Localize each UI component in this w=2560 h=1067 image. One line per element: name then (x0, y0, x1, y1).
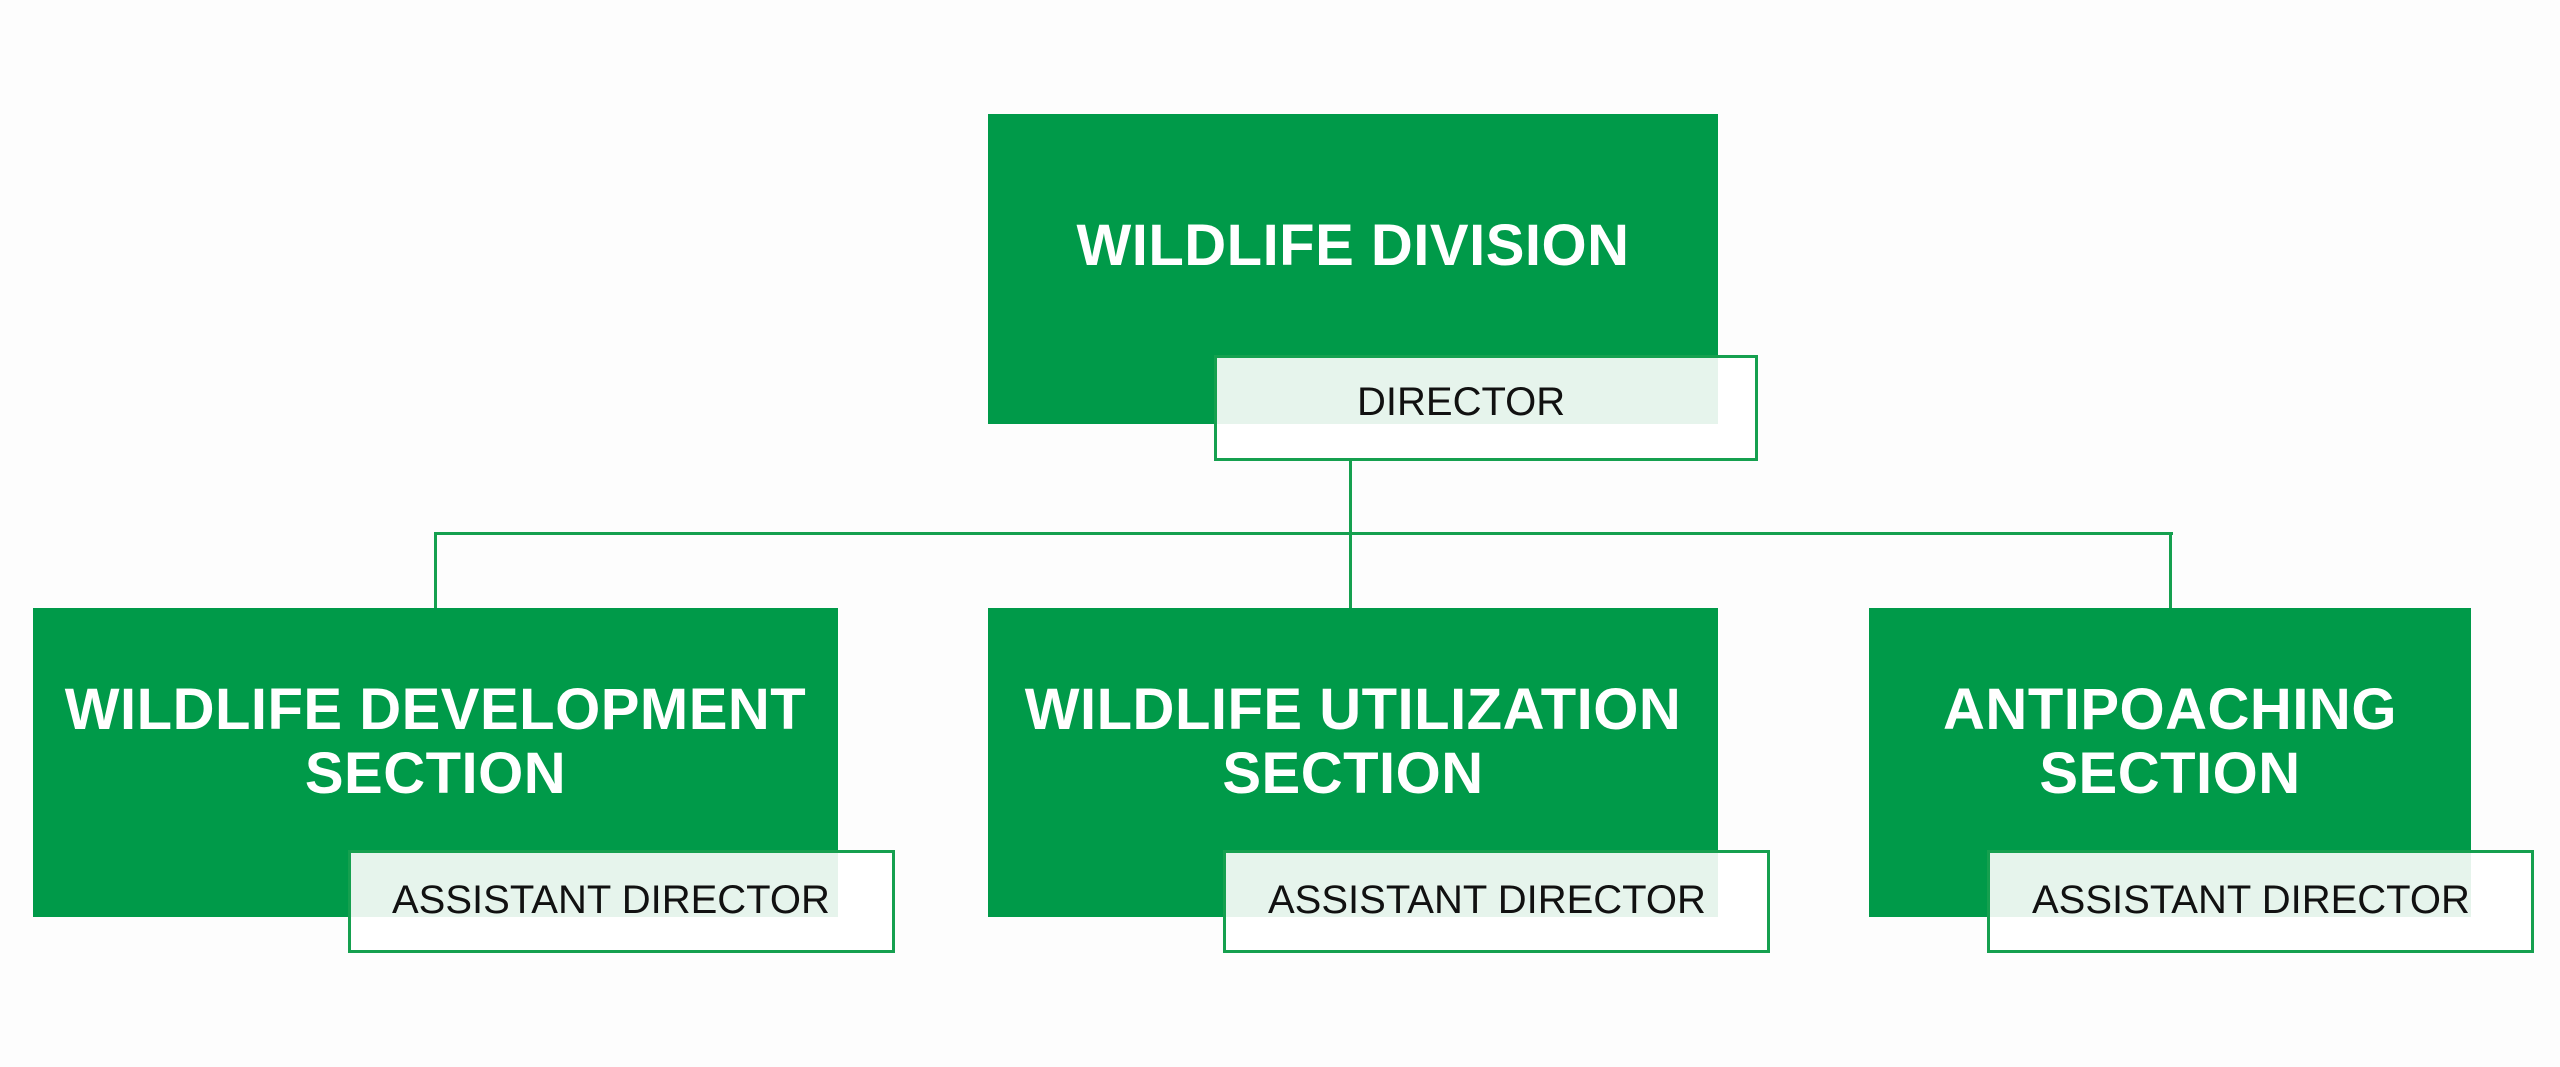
director-overlap (1217, 358, 1718, 424)
director-role-label: DIRECTOR (1357, 380, 1566, 424)
utilization-overlap (1226, 853, 1718, 917)
connector-horizontal (434, 532, 2173, 535)
wildlife-division-title: WILDLIFE DIVISION (1076, 213, 1630, 278)
development-role-label: ASSISTANT DIRECTOR (392, 878, 830, 922)
antipoaching-role-label: ASSISTANT DIRECTOR (2032, 878, 2470, 922)
connector-right-drop (2169, 532, 2172, 608)
connector-root-down (1349, 461, 1352, 534)
development-overlap (351, 853, 838, 917)
antipoaching-section-title: ANTIPOACHING SECTION (1943, 677, 2397, 806)
development-section-title: WILDLIFE DEVELOPMENT SECTION (64, 677, 807, 806)
connector-center-drop (1349, 532, 1352, 608)
utilization-role-label: ASSISTANT DIRECTOR (1268, 878, 1706, 922)
utilization-section-title: WILDLIFE UTILIZATION SECTION (1024, 677, 1682, 806)
antipoaching-overlap (1990, 853, 2471, 917)
connector-left-drop (434, 532, 437, 608)
